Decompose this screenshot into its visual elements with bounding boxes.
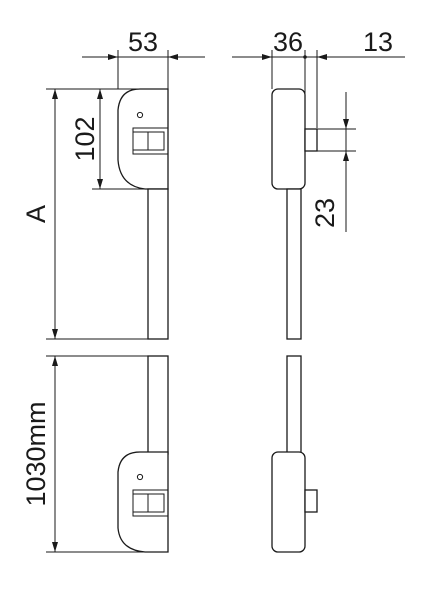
side-view-bottom bbox=[271, 355, 318, 553]
side-top-button bbox=[304, 128, 318, 152]
front-bottom-button bbox=[132, 489, 169, 517]
dimension-36: 36 bbox=[232, 27, 307, 120]
dimension-23: 23 bbox=[310, 92, 356, 232]
dimension-a: A bbox=[21, 88, 148, 340]
dimension-102-label: 102 bbox=[70, 116, 100, 161]
front-top-button bbox=[132, 127, 169, 155]
front-top-housing bbox=[117, 88, 169, 190]
dimension-13: 13 bbox=[305, 27, 405, 128]
dimension-36-label: 36 bbox=[273, 27, 303, 57]
front-view-bottom bbox=[117, 355, 169, 553]
side-view-top bbox=[271, 88, 318, 340]
side-top-bar bbox=[286, 188, 302, 340]
front-view-top bbox=[117, 88, 169, 340]
dimension-53-label: 53 bbox=[128, 27, 158, 57]
front-top-bar bbox=[147, 188, 169, 340]
side-top-housing bbox=[271, 88, 306, 190]
dimension-23-label: 23 bbox=[310, 198, 340, 228]
front-bottom-indicator bbox=[136, 473, 144, 481]
side-bottom-bar bbox=[286, 355, 302, 455]
front-top-indicator bbox=[136, 111, 144, 119]
front-bottom-housing bbox=[117, 451, 169, 553]
dimension-1030mm: 1030mm bbox=[21, 355, 148, 553]
dimension-53: 53 bbox=[82, 27, 205, 89]
side-bottom-housing bbox=[271, 451, 306, 553]
dimension-a-label: A bbox=[21, 205, 51, 223]
front-bottom-bar bbox=[147, 355, 169, 455]
dimension-102: 102 bbox=[70, 88, 145, 190]
side-bottom-button bbox=[304, 489, 318, 513]
dimension-1030mm-label: 1030mm bbox=[21, 401, 51, 506]
dimension-13-label: 13 bbox=[363, 27, 393, 57]
